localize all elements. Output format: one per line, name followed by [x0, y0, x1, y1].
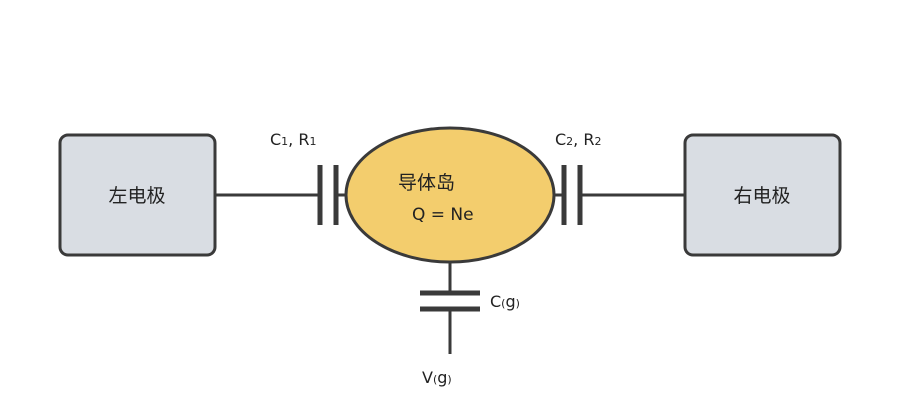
- conductor-island: 导体岛 Q = Ne: [344, 126, 556, 264]
- left-electrode: 左电极: [58, 133, 217, 257]
- left-electrode-label: 左电极: [108, 185, 165, 207]
- tunnel-junction-left: [317, 165, 339, 225]
- gate-capacitor-label: C(g): [490, 292, 520, 311]
- tunnel-junction-right: [561, 165, 583, 225]
- right-electrode-label: 右电极: [733, 185, 790, 207]
- right-electrode: 右电极: [683, 133, 842, 257]
- junction-right-label: C2, R2: [555, 130, 601, 149]
- junction-left-label: C1, R1: [270, 130, 316, 149]
- gate-capacitor: [420, 290, 480, 312]
- island-charge: Q = Ne: [412, 205, 474, 225]
- island-title: 导体岛: [398, 172, 455, 194]
- gate-voltage-label: V(g): [422, 368, 452, 387]
